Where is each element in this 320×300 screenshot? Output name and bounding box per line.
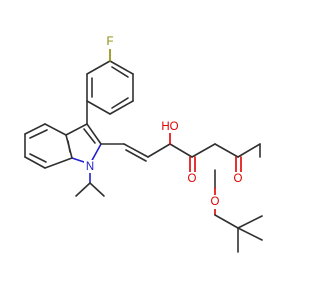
fluorine-label: F <box>106 36 113 48</box>
hydroxyl-atom: HO <box>160 120 180 133</box>
ester-oxygen-label: O <box>211 196 220 208</box>
fluorophenyl-ring <box>86 60 134 115</box>
ketone-oxygen-label: O <box>188 173 197 185</box>
heptenoate-chain <box>100 143 261 162</box>
fluorine-atom: F <box>104 35 116 49</box>
isopropyl-group <box>75 169 105 197</box>
structure-canvas: F N HO O O O <box>24 35 263 253</box>
nitrogen-atom: N <box>84 160 96 173</box>
nitrogen-label: N <box>86 161 94 173</box>
ketone-oxygen-atom: O <box>187 172 198 185</box>
benzo-ring <box>24 123 73 169</box>
hydroxyl-label: HO <box>161 121 178 133</box>
carbonyl-oxygen-atom: O <box>233 172 244 185</box>
carbonyl-oxygen-label: O <box>234 173 243 185</box>
ester-oxygen-atom: O <box>209 195 221 209</box>
molecule-structure: F N HO O O O <box>24 35 263 253</box>
